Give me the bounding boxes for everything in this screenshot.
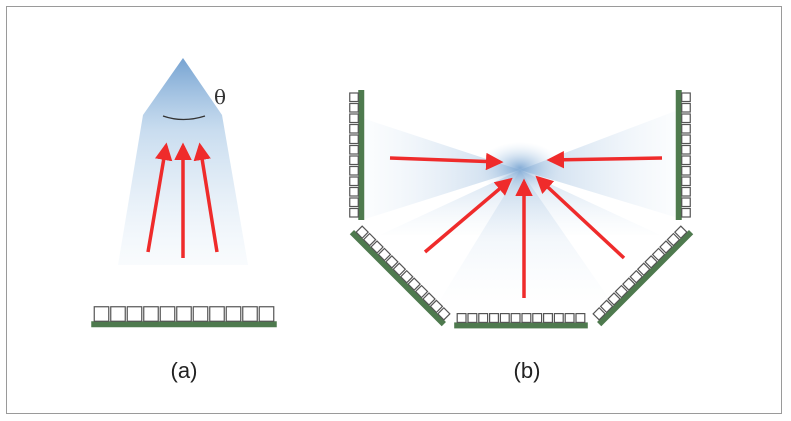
sensor-cell xyxy=(143,306,159,322)
sensor-cell xyxy=(377,247,392,262)
sensor-base-strip xyxy=(675,90,682,220)
sensor-cell xyxy=(414,284,429,299)
sensor-array-b-right-vertical xyxy=(675,90,691,220)
sensor-cell xyxy=(436,306,451,321)
sensor-cell xyxy=(349,197,359,208)
panel-b: (b) xyxy=(349,90,694,383)
sensor-array-b-bottom xyxy=(454,312,588,329)
sensor-cell xyxy=(110,306,126,322)
sensor-cell xyxy=(592,306,607,321)
sensor-cell xyxy=(159,306,176,322)
sensor-cell xyxy=(681,113,691,124)
sensor-cell xyxy=(349,186,359,197)
arrow-a-left xyxy=(146,142,173,253)
sensor-cell xyxy=(673,225,688,240)
sensor-cell xyxy=(599,299,614,314)
panel-a: θ (a) xyxy=(91,58,277,383)
angle-theta-label: θ xyxy=(214,85,226,109)
sensor-cell xyxy=(456,312,467,324)
sensor-cell xyxy=(349,155,359,166)
sensor-cell xyxy=(532,312,543,324)
sensor-array-b-diagonal-left xyxy=(349,225,451,327)
sensor-cell xyxy=(349,102,359,113)
sensor-cell xyxy=(349,207,359,218)
sensor-array-b-diagonal-right xyxy=(592,225,694,327)
sensor-cell xyxy=(349,165,359,176)
sensor-cell xyxy=(126,306,143,322)
sensor-cell xyxy=(93,306,110,322)
sensor-cell xyxy=(607,292,621,306)
sensor-cell xyxy=(242,306,258,322)
sensor-array-a xyxy=(91,306,277,328)
sensor-cell xyxy=(681,207,691,218)
sensor-cell xyxy=(622,277,636,291)
sensor-base-strip xyxy=(454,322,588,329)
sensor-cell xyxy=(553,312,564,324)
sensor-cell xyxy=(510,312,521,324)
sensor-cell xyxy=(543,312,554,324)
sensor-cell xyxy=(651,247,666,262)
sensor-cell xyxy=(489,312,500,324)
sensor-cell xyxy=(681,176,691,187)
sensor-base-strip xyxy=(358,90,365,220)
sensor-cell xyxy=(636,262,651,277)
sensor-cell xyxy=(666,232,681,247)
arrow-b-lower-left xyxy=(423,177,513,254)
sensor-cell xyxy=(644,255,658,269)
sensor-cell xyxy=(564,312,575,324)
sensor-cell xyxy=(209,306,225,322)
sensor-base-strip xyxy=(597,230,694,327)
sensor-cell xyxy=(478,312,489,324)
sensor-cell xyxy=(614,284,629,299)
sensor-cell xyxy=(176,306,192,322)
sensor-cell xyxy=(349,123,359,134)
sensor-cell xyxy=(681,165,691,176)
sensor-cell xyxy=(467,312,478,324)
sensor-cell xyxy=(362,232,377,247)
sensor-cell xyxy=(681,144,691,155)
focus-region xyxy=(478,142,562,194)
sensor-cell xyxy=(681,123,691,134)
sensor-cell xyxy=(681,92,691,103)
sensor-cell xyxy=(659,240,673,254)
sensor-cell xyxy=(370,240,384,254)
sensor-cell xyxy=(258,306,275,322)
panel-b-label: (b) xyxy=(514,358,541,383)
sensor-base-strip xyxy=(91,321,277,328)
sensor-cell xyxy=(349,144,359,155)
sensor-cell xyxy=(355,225,370,240)
sensor-base-strip xyxy=(349,230,446,327)
sensor-cell xyxy=(349,134,359,145)
sensor-cell xyxy=(422,292,436,306)
sensor-cell xyxy=(392,262,407,277)
sensor-cell xyxy=(681,155,691,166)
arrow-b-right xyxy=(546,151,663,169)
sensor-cell xyxy=(385,255,399,269)
sensor-cell xyxy=(575,312,586,324)
sensor-cell xyxy=(225,306,242,322)
sensor-array-b-left-vertical xyxy=(349,90,365,220)
sensor-cell xyxy=(681,197,691,208)
sensor-cell xyxy=(399,269,414,284)
beam-fan-left xyxy=(362,118,520,220)
sensor-cell xyxy=(429,299,444,314)
sensor-cell xyxy=(349,176,359,187)
sensor-cell xyxy=(349,92,359,103)
arrow-b-lower-right xyxy=(535,175,626,260)
sensor-cell xyxy=(629,269,644,284)
sensor-cell xyxy=(681,134,691,145)
sensor-cell xyxy=(499,312,510,324)
sensor-cell xyxy=(349,113,359,124)
sensor-cell xyxy=(192,306,209,322)
beam-fan-right xyxy=(520,110,678,218)
sensor-cell xyxy=(521,312,532,324)
sensor-cell xyxy=(681,186,691,197)
arrow-b-left xyxy=(389,152,504,171)
angle-arc xyxy=(162,115,206,121)
panel-a-label: (a) xyxy=(171,358,198,383)
arrow-a-right xyxy=(193,142,219,253)
sensor-cell xyxy=(407,277,421,291)
sensor-cell xyxy=(681,102,691,113)
